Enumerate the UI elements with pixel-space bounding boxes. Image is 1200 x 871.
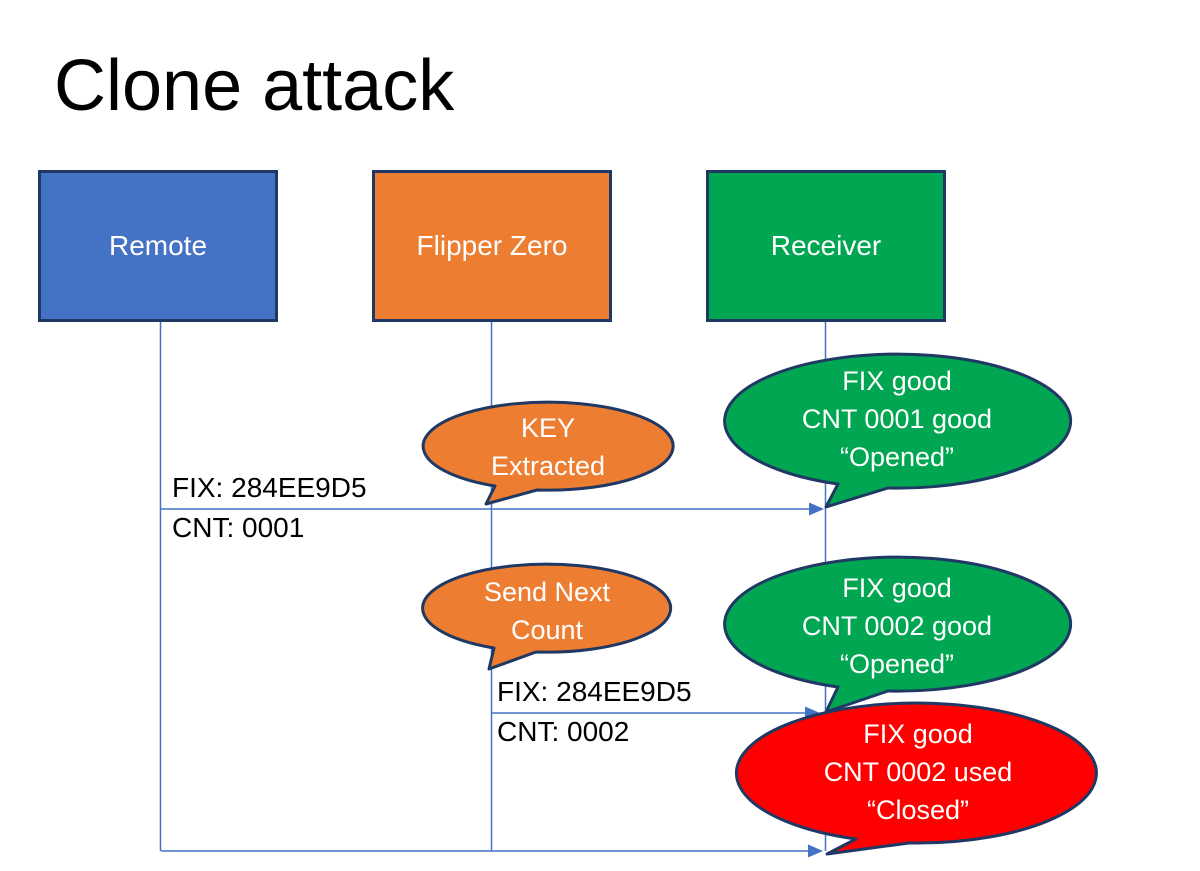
- arrowhead-1: [809, 502, 824, 516]
- callout-line: Send Next: [483, 577, 611, 607]
- slide-title: Clone attack: [54, 46, 455, 127]
- message-1-fix-label: FIX: 284EE9D5: [172, 472, 367, 503]
- callout-line: Count: [510, 615, 584, 645]
- callout-line: FIX good: [842, 366, 952, 396]
- callout-text-key-extracted: KEY Extracted: [423, 409, 673, 485]
- callout-text-send-next-count: Send Next Count: [423, 573, 671, 649]
- callout-shape-cnt-0001-good: [723, 352, 1073, 509]
- actor-label-receiver: Receiver: [770, 230, 882, 261]
- callout-line: KEY: [520, 413, 576, 443]
- callout-line: “Closed”: [866, 795, 970, 825]
- actor-box-receiver: Receiver: [706, 170, 946, 322]
- callout-shape-cnt-0002-used: [734, 701, 1098, 856]
- callout-line: CNT 0002 used: [823, 757, 1013, 787]
- callout-text-cnt-0002-good: FIX good CNT 0002 good “Opened”: [724, 569, 1070, 683]
- message-1-cnt-label: CNT: 0001: [172, 512, 305, 543]
- callout-line: Extracted: [490, 451, 606, 481]
- actor-label-remote: Remote: [108, 230, 208, 261]
- callout-shape-key-extracted: [421, 400, 675, 506]
- actor-box-remote: Remote: [38, 170, 278, 322]
- message-2-fix-label: FIX: 284EE9D5: [497, 676, 692, 707]
- callout-line: CNT 0001 good: [801, 404, 993, 434]
- callout-text-cnt-0001-good: FIX good CNT 0001 good “Opened”: [724, 362, 1070, 476]
- callout-line: “Opened”: [839, 442, 955, 472]
- callout-shape-send-next-count: [421, 562, 673, 671]
- message-2-cnt-label: CNT: 0002: [497, 716, 630, 747]
- arrowhead-3: [808, 844, 823, 858]
- callout-shape-cnt-0002-good: [723, 555, 1073, 714]
- callout-line: CNT 0002 good: [801, 611, 993, 641]
- callout-text-cnt-0002-used: FIX good CNT 0002 used “Closed”: [738, 715, 1098, 829]
- callout-line: “Opened”: [839, 649, 955, 679]
- callout-line: FIX good: [842, 573, 952, 603]
- actor-box-flipper-zero: Flipper Zero: [372, 170, 612, 322]
- actor-label-flipper-zero: Flipper Zero: [416, 230, 568, 261]
- callout-line: FIX good: [863, 719, 973, 749]
